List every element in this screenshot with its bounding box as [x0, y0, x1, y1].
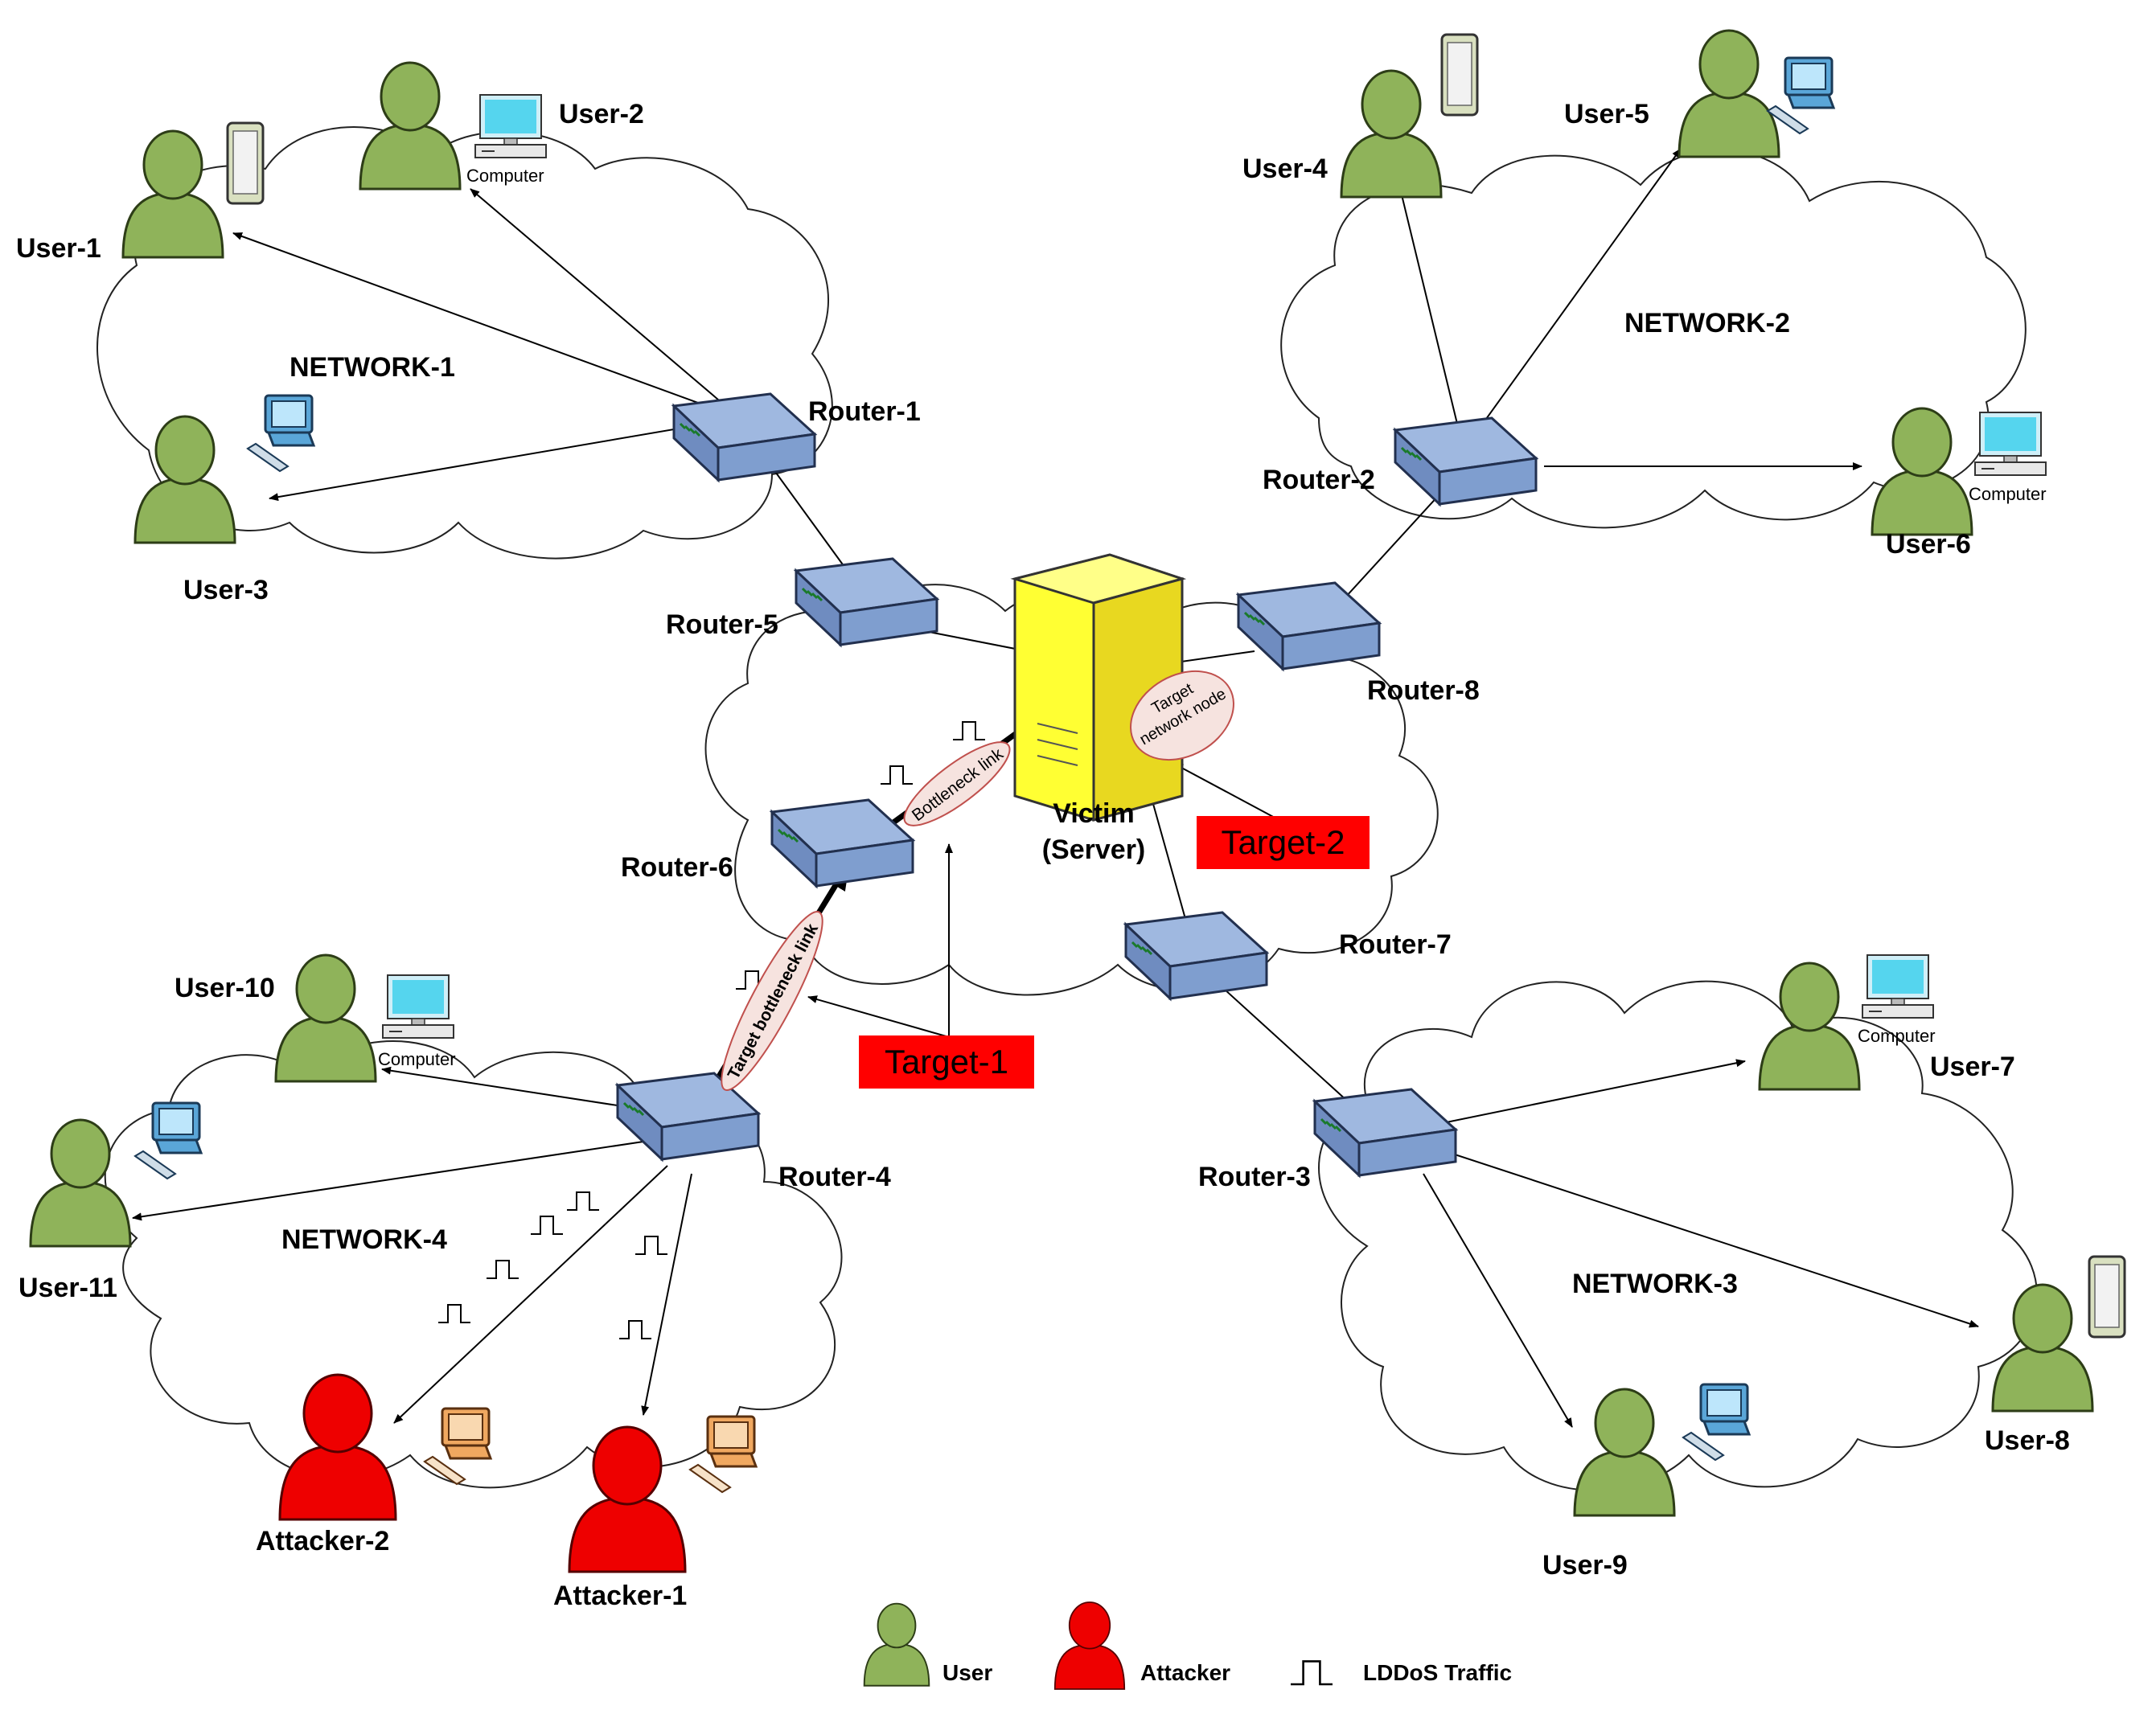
link-router4-attacker1	[641, 1173, 692, 1416]
user-6-label: User-6	[1886, 529, 1971, 560]
router-4-icon	[616, 1072, 760, 1161]
link-router1-user2	[470, 188, 741, 419]
user-7-icon	[1758, 954, 1934, 1091]
link-router2-user5	[1463, 148, 1682, 451]
user-11-icon	[29, 1101, 203, 1248]
user-2-label: User-2	[559, 99, 644, 129]
link-router4-user10	[381, 1066, 644, 1110]
victim-label-line1: Victim	[1053, 798, 1135, 829]
attacker-2-label: Attacker-2	[256, 1526, 390, 1556]
network-1-cloud	[97, 126, 833, 560]
attacker-1-icon	[568, 1415, 758, 1573]
user-6-device-label: Computer	[1969, 484, 2047, 504]
target-network-node-annotation	[1130, 670, 1234, 761]
router-6-icon	[770, 798, 914, 888]
target-bottleneck-link-text: Target bottleneck link	[725, 921, 823, 1082]
user-1-label: User-1	[16, 233, 101, 264]
link-router3-user7	[1390, 1059, 1746, 1136]
user-10-device-label: Computer	[378, 1049, 456, 1069]
user-5-label: User-5	[1564, 99, 1649, 129]
bottleneck-link-annotation	[903, 741, 1011, 826]
user-11-label: User-11	[18, 1273, 117, 1303]
victim-label-line2: (Server)	[1041, 834, 1146, 865]
link-router4-attacker2	[393, 1165, 668, 1424]
user-9-icon	[1573, 1383, 1751, 1517]
router-3-label: Router-3	[1198, 1162, 1311, 1192]
link-router4-user11	[132, 1141, 644, 1221]
network-3-label: NETWORK-3	[1572, 1269, 1738, 1299]
router-1-icon	[672, 392, 816, 482]
legend-user-label: User	[942, 1660, 993, 1685]
network-4-label: NETWORK-4	[281, 1224, 447, 1255]
network-1-label: NETWORK-1	[290, 352, 455, 383]
router-8-icon	[1237, 581, 1381, 670]
router-6-label: Router-6	[621, 852, 733, 883]
attacker-2-icon	[278, 1373, 492, 1521]
link-router2-user4	[1397, 184, 1466, 451]
victim-server	[1010, 553, 1187, 822]
legend-attacker-label: Attacker	[1140, 1660, 1231, 1685]
bottleneck-link-text: Bottleneck link	[909, 744, 1007, 825]
link-router1-user3	[269, 417, 741, 502]
user-10-label: User-10	[175, 973, 275, 1003]
user-7-device-label: Computer	[1858, 1026, 1936, 1046]
router-4-label: Router-4	[778, 1162, 891, 1192]
router-8-label: Router-8	[1367, 675, 1480, 706]
user-6-icon	[1871, 407, 2047, 536]
legend-traffic-icon	[1289, 1660, 1334, 1686]
link-router3-user8	[1390, 1133, 1979, 1328]
user-3-icon	[133, 394, 315, 544]
link-router1-user1	[232, 232, 741, 419]
user-8-icon	[1991, 1255, 2126, 1413]
pointer-target1-b	[807, 995, 950, 1038]
user-9-label: User-9	[1542, 1550, 1628, 1581]
user-4-label: User-4	[1242, 154, 1328, 184]
router-7-label: Router-7	[1339, 929, 1452, 960]
legend-traffic-label: LDDoS Traffic	[1363, 1660, 1513, 1685]
user-7-label: User-7	[1930, 1052, 2015, 1082]
router-3-icon	[1313, 1088, 1457, 1177]
user-4-icon	[1340, 33, 1479, 199]
user-8-label: User-8	[1985, 1425, 2070, 1456]
router-2-label: Router-2	[1263, 465, 1375, 495]
router-5-icon	[795, 557, 938, 646]
router-5-label: Router-5	[666, 609, 778, 640]
target-1-box: Target-1	[859, 1035, 1034, 1089]
router-1-label: Router-1	[808, 396, 921, 427]
target-2-box: Target-2	[1197, 816, 1370, 869]
user-2-device-label: Computer	[466, 166, 544, 186]
router-2-icon	[1394, 416, 1538, 506]
attacker-1-label: Attacker-1	[553, 1581, 688, 1611]
user-5-icon	[1678, 29, 1835, 158]
user-3-label: User-3	[183, 575, 269, 605]
target-bottleneck-link-annotation	[721, 911, 823, 1091]
network-3-cloud	[1318, 980, 2038, 1491]
legend-attacker-icon	[1053, 1601, 1126, 1690]
pointer-target2	[1173, 763, 1287, 825]
network-2-label: NETWORK-2	[1624, 308, 1790, 338]
link-router3-user9	[1423, 1173, 1573, 1428]
router-7-icon	[1124, 911, 1268, 1000]
legend-user-icon	[863, 1602, 930, 1687]
